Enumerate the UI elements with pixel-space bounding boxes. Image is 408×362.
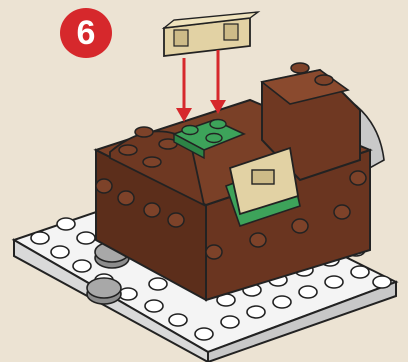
down-arrow: [176, 50, 226, 122]
step-badge: 6: [60, 8, 112, 58]
tan-clip-piece: [164, 12, 258, 56]
step-number: 6: [77, 16, 96, 50]
